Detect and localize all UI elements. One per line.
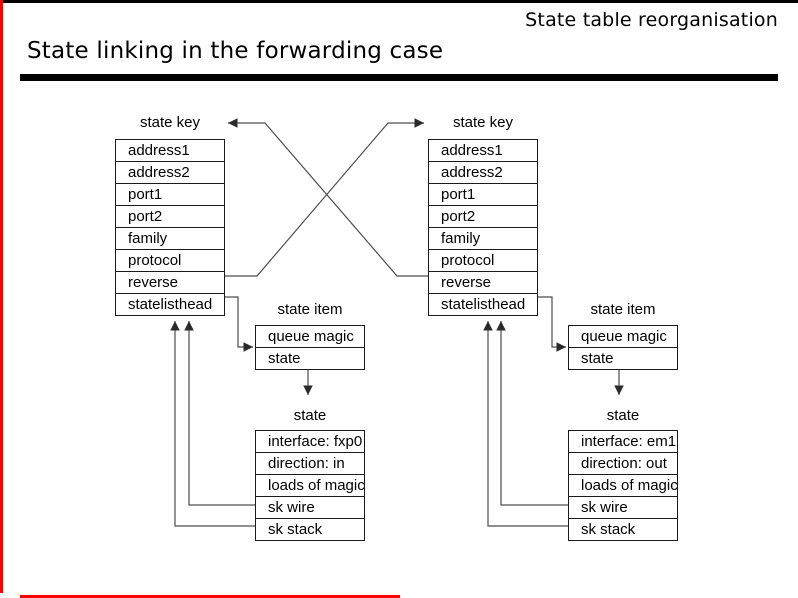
table-row: port1 xyxy=(429,183,537,205)
table-row: sk stack xyxy=(256,518,364,540)
state-item-table-left: queue magic state xyxy=(255,325,365,370)
frame-left-accent-line xyxy=(0,0,3,593)
table-row: queue magic xyxy=(268,328,354,345)
table-row: state xyxy=(256,347,364,369)
table-row: direction: out xyxy=(569,452,677,474)
table-row: port1 xyxy=(116,183,224,205)
table-row: address2 xyxy=(116,161,224,183)
table-row: sk stack xyxy=(569,518,677,540)
table-row: address1 xyxy=(128,142,190,159)
label-state-right: state xyxy=(606,407,640,424)
table-row: state xyxy=(569,347,677,369)
table-row: interface: em1 xyxy=(581,433,677,450)
state-table-left: interface: fxp0 direction: in loads of m… xyxy=(255,430,365,541)
frame-bottom-accent-line xyxy=(20,595,400,598)
table-row: queue magic xyxy=(581,328,667,345)
table-row: interface: fxp0 xyxy=(268,433,363,450)
frame-top-line xyxy=(0,0,798,3)
table-row: statelisthead xyxy=(429,293,537,315)
wire-left-reverse-to-right-key xyxy=(225,118,424,277)
wire-right-skstack-to-key xyxy=(483,321,568,527)
table-row: port2 xyxy=(429,205,537,227)
table-row: protocol xyxy=(429,249,537,271)
table-row: sk wire xyxy=(569,496,677,518)
label-state-item-left: state item xyxy=(277,301,343,318)
label-state-key-left: state key xyxy=(139,114,201,131)
table-row: loads of magic xyxy=(569,474,678,496)
label-state-left: state xyxy=(293,407,327,424)
title-underline xyxy=(20,74,778,81)
table-row: address1 xyxy=(441,142,503,159)
table-row: family xyxy=(116,227,224,249)
page-title: State linking in the forwarding case xyxy=(27,38,444,64)
label-state-item-right: state item xyxy=(590,301,656,318)
table-row: loads of magic xyxy=(256,474,365,496)
label-state-key-right: state key xyxy=(452,114,514,131)
state-key-table-right: address1 address2 port1 port2 family pro… xyxy=(428,139,538,316)
table-row: statelisthead xyxy=(116,293,224,315)
table-row: direction: in xyxy=(256,452,364,474)
table-row: protocol xyxy=(116,249,224,271)
state-item-table-right: queue magic state xyxy=(568,325,678,370)
table-row: reverse xyxy=(116,271,224,293)
table-row: address2 xyxy=(429,161,537,183)
slide-deck-title: State table reorganisation xyxy=(525,9,778,31)
wire-right-reverse-to-left-key xyxy=(228,118,428,277)
wire-right-skwire-to-key xyxy=(496,321,568,506)
wire-left-statelisthead-to-item xyxy=(225,296,253,352)
table-row: port2 xyxy=(116,205,224,227)
state-table-right: interface: em1 direction: out loads of m… xyxy=(568,430,678,541)
table-row: sk wire xyxy=(256,496,364,518)
wire-left-skwire-to-key xyxy=(184,321,255,506)
wire-left-skstack-to-key xyxy=(170,321,255,527)
table-row: family xyxy=(429,227,537,249)
table-row: reverse xyxy=(429,271,537,293)
state-key-table-left: address1 address2 port1 port2 family pro… xyxy=(115,139,225,316)
wire-right-statelisthead-to-item xyxy=(538,296,566,352)
